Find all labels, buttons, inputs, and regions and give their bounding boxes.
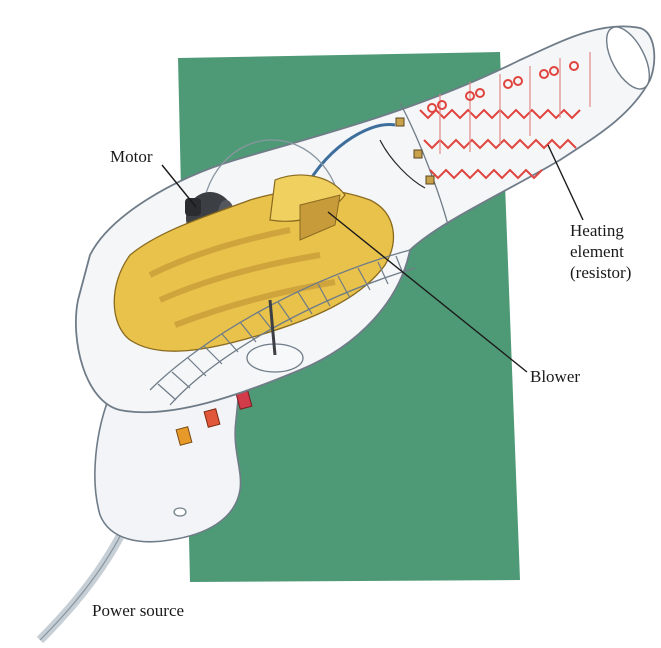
handle-screw — [174, 508, 186, 516]
label-power-source: Power source — [92, 600, 184, 621]
wire-terminal — [396, 118, 404, 126]
label-heating-line-3: (resistor) — [570, 262, 631, 283]
label-heating-line-1: Heating — [570, 220, 631, 241]
label-motor: Motor — [110, 146, 153, 167]
power-cord — [40, 520, 128, 640]
label-blower: Blower — [530, 366, 580, 387]
label-heating-element: Heating element (resistor) — [570, 220, 631, 283]
label-heating-line-2: element — [570, 241, 631, 262]
